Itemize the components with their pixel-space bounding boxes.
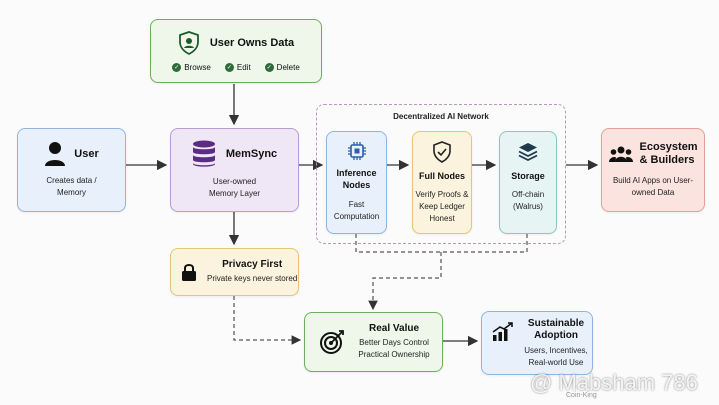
shield-user-icon xyxy=(178,30,200,55)
ecosystem-title: Ecosystem & Builders xyxy=(639,141,698,166)
action-delete: ✓Delete xyxy=(264,62,300,72)
real-value-box: Real Value Better Days Control Practical… xyxy=(304,312,443,372)
sustain-title: Sustainable Adoption xyxy=(527,317,585,341)
check-icon: ✓ xyxy=(224,62,234,72)
fullnodes-title: Full Nodes xyxy=(418,171,465,181)
arrow-privacy-to-realvalue xyxy=(233,296,302,345)
user-icon xyxy=(44,141,66,167)
user-title: User xyxy=(74,148,99,160)
memsync-box: MemSync User-owned Memory Layer xyxy=(170,128,299,212)
privacy-sub: Private keys never stored xyxy=(207,274,298,283)
watermark-handle: @ Mabsham 786 xyxy=(530,370,698,395)
storage-sub: Off-chain (Walrus) xyxy=(511,190,545,211)
watermark-small: Coin-King xyxy=(566,392,597,399)
arrow-network-to-realvalue xyxy=(355,234,528,309)
realvalue-sub: Better Days Control Practical Ownership xyxy=(358,338,430,359)
action-browse: ✓Browse xyxy=(172,62,211,72)
user-owns-data-box: User Owns Data ✓Browse ✓Edit ✓Delete xyxy=(150,19,322,83)
shield-check-icon xyxy=(432,141,452,163)
sustain-sub: Users, Incentives, Real-world Use xyxy=(524,345,588,367)
user-sub: Creates data / Memory xyxy=(46,176,97,197)
user-owns-title: User Owns Data xyxy=(209,36,295,49)
target-icon xyxy=(319,329,345,355)
action-edit: ✓Edit xyxy=(224,62,251,72)
memsync-title: MemSync xyxy=(225,148,278,160)
full-nodes-box: Full Nodes Verify Proofs & Keep Ledger H… xyxy=(412,131,472,234)
inference-sub: Fast Computation xyxy=(333,200,380,221)
realvalue-title: Real Value xyxy=(368,323,420,334)
inference-nodes-box: Inference Nodes Fast Computation xyxy=(326,131,387,234)
check-icon: ✓ xyxy=(172,62,182,72)
inference-title: Inference Nodes xyxy=(336,168,377,190)
chip-icon xyxy=(347,141,367,161)
lock-icon xyxy=(181,262,197,282)
growth-chart-icon xyxy=(492,322,514,342)
check-icon: ✓ xyxy=(264,62,274,72)
ecosystem-box: Ecosystem & Builders Build AI Apps on Us… xyxy=(601,128,705,212)
sustainable-adoption-box: Sustainable Adoption Users, Incentives, … xyxy=(481,311,593,375)
group-icon xyxy=(608,145,633,163)
user-box: User Creates data / Memory xyxy=(17,128,126,212)
layers-icon xyxy=(517,141,539,163)
database-icon xyxy=(192,140,216,168)
decentralized-network-group xyxy=(316,104,566,244)
network-label: Decentralized AI Network xyxy=(393,112,489,121)
ecosystem-sub: Build AI Apps on User-owned Data xyxy=(612,176,694,197)
storage-title: Storage xyxy=(511,171,545,181)
privacy-first-box: Privacy First Private keys never stored xyxy=(170,248,299,296)
privacy-title: Privacy First xyxy=(222,259,283,270)
memsync-sub: User-owned Memory Layer xyxy=(208,177,261,198)
fullnodes-sub: Verify Proofs & Keep Ledger Honest xyxy=(415,190,469,223)
storage-box: Storage Off-chain (Walrus) xyxy=(499,131,557,234)
